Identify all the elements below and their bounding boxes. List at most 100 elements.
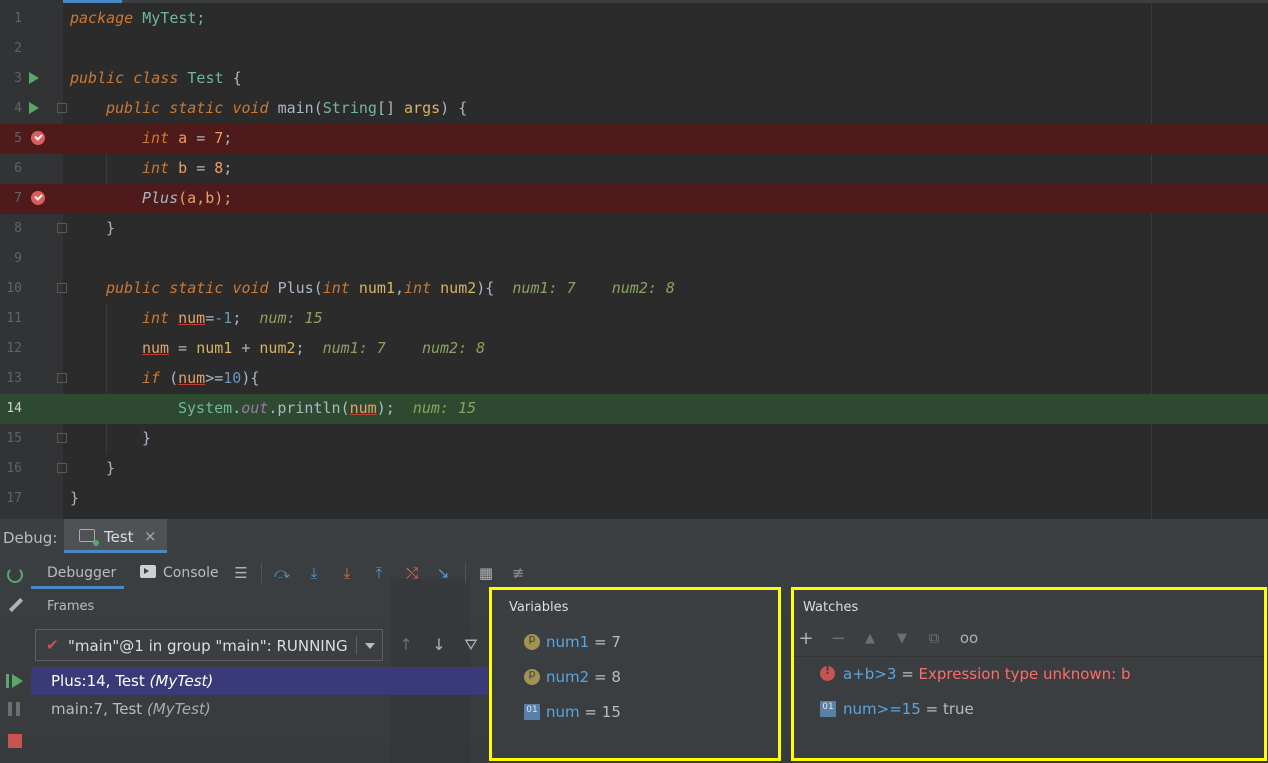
step-into-icon[interactable]: ⤓ <box>310 564 318 582</box>
code-line-14-current[interactable]: 14 System.out.println(num); num: 15 <box>0 394 1268 424</box>
code-line-10[interactable]: 10 public static void Plus(int num1,int … <box>0 274 1268 304</box>
code-line-7[interactable]: 7 Plus(a,b); <box>0 184 1268 214</box>
variable-value: 15 <box>601 703 621 721</box>
duplicate-watch-icon[interactable]: ⧉ <box>928 629 940 647</box>
variable-value: 7 <box>611 633 621 651</box>
thread-selector[interactable]: ✔ "main"@1 in group "main": RUNNING <box>35 629 383 661</box>
code-editor[interactable]: 1 package MyTest; 2 3 public class Test … <box>0 0 1268 519</box>
run-to-cursor-icon[interactable]: ↘ <box>436 564 450 582</box>
frame-package: (MyTest) <box>146 700 211 718</box>
stop-icon[interactable] <box>5 731 25 751</box>
local-var-icon <box>820 701 836 717</box>
layout-menu-icon[interactable]: ☰ <box>234 564 248 582</box>
add-watch-icon[interactable]: + <box>798 628 814 649</box>
line-number: 2 <box>14 41 22 56</box>
indent-guide <box>106 304 107 454</box>
variable-item[interactable]: num2 = 8 <box>492 662 778 692</box>
code-line-15[interactable]: 15 } <box>0 424 1268 454</box>
force-step-into-icon[interactable]: ⤓ <box>343 564 351 582</box>
fold-icon[interactable] <box>57 463 67 473</box>
trace-stream-icon[interactable]: ≢ <box>511 564 525 582</box>
arrow-down-icon[interactable]: ↓ <box>432 635 446 654</box>
close-icon[interactable]: × <box>144 527 157 545</box>
evaluate-expression-icon[interactable]: ▦ <box>478 564 494 582</box>
fold-icon[interactable] <box>57 283 67 293</box>
code-line-4[interactable]: 4 public static void main(String[] args)… <box>0 94 1268 124</box>
step-out-icon[interactable]: ⤒ <box>375 564 383 582</box>
frame-location: main:7, Test <box>51 700 143 718</box>
variable-name: num1 <box>546 633 590 651</box>
fold-icon[interactable] <box>57 373 67 383</box>
drop-frame-icon[interactable]: ⤭ <box>405 564 418 582</box>
fold-icon[interactable] <box>57 223 67 233</box>
move-down-icon[interactable]: ▼ <box>897 631 907 646</box>
code-line-12[interactable]: 12 num = num1 + num2; num1: 7 num2: 8 <box>0 334 1268 364</box>
watch-item[interactable]: num>=15 = true <box>794 694 1264 724</box>
divider <box>794 656 1264 657</box>
tab-label: Debugger <box>47 565 117 581</box>
console-icon <box>140 565 156 578</box>
line-number: 7 <box>14 191 22 206</box>
line-number: 8 <box>14 221 22 236</box>
editor-gutter[interactable] <box>0 0 63 519</box>
variable-name: num2 <box>546 668 590 686</box>
line-number: 3 <box>14 71 22 86</box>
debug-side-toolbar <box>0 553 31 763</box>
inline-value-hint: num1: 7 <box>512 279 576 297</box>
code-line-8[interactable]: 8 } <box>0 214 1268 244</box>
run-gutter-icon[interactable] <box>29 72 39 84</box>
variable-item[interactable]: num = 15 <box>492 697 778 727</box>
debug-session-tab[interactable]: Test × <box>64 519 167 553</box>
watches-toolbar: + − ▲ ▼ ⧉ oo <box>794 628 1264 652</box>
code-line-16[interactable]: 16 } <box>0 454 1268 484</box>
variable-item[interactable]: num1 = 7 <box>492 627 778 657</box>
code-text: System.out.println(num); num: 15 <box>178 399 477 417</box>
code-text: } <box>106 219 116 237</box>
wrench-icon[interactable] <box>5 595 25 615</box>
code-text: Plus(a,b); <box>142 189 233 207</box>
debug-tool-window: Debug: Test × Debugger Console ☰ ⤼ ⤓ ⤓ ⤒… <box>0 519 1268 763</box>
fold-icon[interactable] <box>57 433 67 443</box>
code-line-6[interactable]: 6 int b = 8; <box>0 154 1268 184</box>
watch-item[interactable]: a+b>3 = Expression type unknown: b <box>794 659 1264 689</box>
run-gutter-icon[interactable] <box>29 102 39 114</box>
code-line-3[interactable]: 3 public class Test { <box>0 64 1268 94</box>
code-text: num = num1 + num2; num1: 7 num2: 8 <box>142 339 486 357</box>
frame-item[interactable]: Plus:14, Test (MyTest) <box>31 667 489 695</box>
code-line-2[interactable]: 2 <box>0 34 1268 64</box>
glasses-icon[interactable]: oo <box>959 629 979 647</box>
tab-debugger[interactable]: Debugger <box>31 553 124 589</box>
line-number: 11 <box>6 311 22 326</box>
breakpoint-icon[interactable] <box>31 131 45 145</box>
resume-icon[interactable] <box>5 671 25 691</box>
checkmark-icon: ✔ <box>46 636 59 654</box>
step-over-icon[interactable]: ⤼ <box>273 564 291 582</box>
pause-icon[interactable] <box>5 699 25 719</box>
code-text: public static void main(String[] args) { <box>106 99 468 117</box>
tab-label: Console <box>163 565 219 581</box>
rerun-icon[interactable] <box>5 565 25 585</box>
code-line-13[interactable]: 13 if (num>=10){ <box>0 364 1268 394</box>
code-line-5[interactable]: 5 int a = 7; <box>0 124 1268 154</box>
watch-value: Expression type unknown: b <box>918 665 1131 683</box>
code-line-9[interactable]: 9 <box>0 244 1268 274</box>
breakpoint-icon[interactable] <box>31 191 45 205</box>
filter-icon[interactable]: ⛛ <box>464 635 478 654</box>
arrow-up-icon[interactable]: ↑ <box>399 635 413 654</box>
variables-panel: Variables num1 = 7 num2 = 8 num = 15 <box>489 587 781 761</box>
move-up-icon[interactable]: ▲ <box>865 631 875 646</box>
right-margin-guide <box>1151 0 1152 519</box>
line-number: 10 <box>6 281 22 296</box>
code-line-11[interactable]: 11 int num=-1; num: 15 <box>0 304 1268 334</box>
frame-item[interactable]: main:7, Test (MyTest) <box>31 695 489 723</box>
code-text: public static void Plus(int num1,int num… <box>106 279 675 297</box>
chevron-down-icon[interactable] <box>356 636 383 654</box>
tab-console[interactable]: Console <box>134 553 224 589</box>
thread-label: "main"@1 in group "main": RUNNING <box>68 637 348 655</box>
code-text: int a = 7; <box>142 129 233 147</box>
remove-watch-icon[interactable]: − <box>830 628 846 649</box>
fold-icon[interactable] <box>57 103 67 113</box>
line-number: 4 <box>14 101 22 116</box>
code-line-17[interactable]: 17 } <box>0 484 1268 514</box>
code-line-1[interactable]: 1 package MyTest; <box>0 4 1268 34</box>
